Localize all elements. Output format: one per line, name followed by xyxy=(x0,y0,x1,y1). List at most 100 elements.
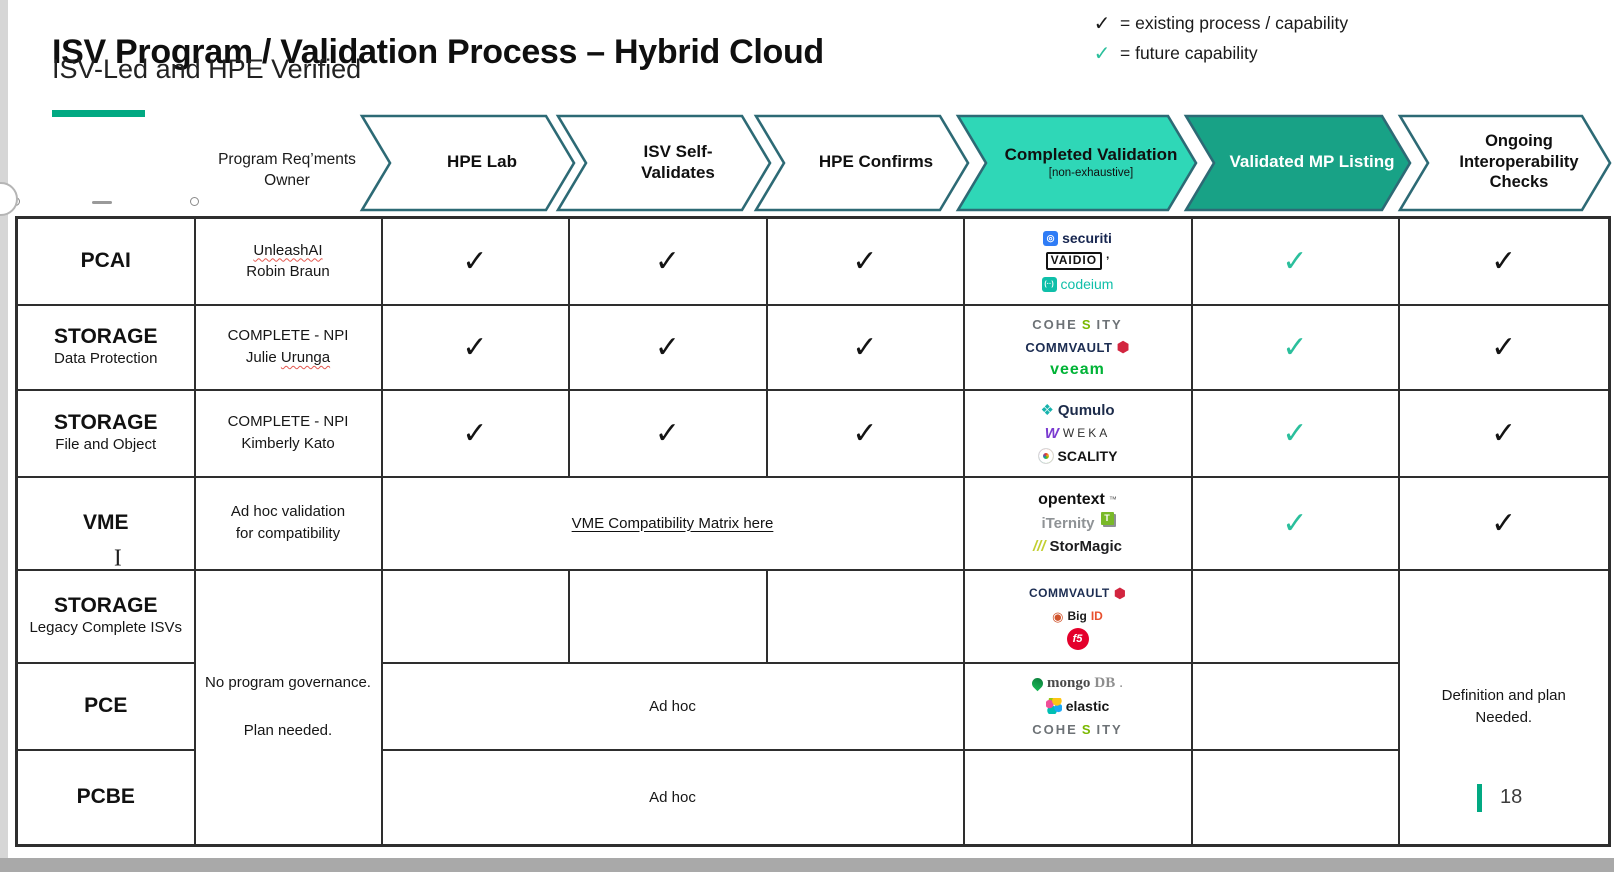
sq-logo-icon: (··) xyxy=(1041,276,1057,292)
cell-pcai-interop-check: ✓ xyxy=(1397,216,1611,306)
chevron-ongoing-interop xyxy=(1397,114,1612,212)
owner-column-header: Program Req’ments Owner xyxy=(218,151,356,189)
glyph-logo-icon: ⬢ xyxy=(1116,338,1130,356)
legend-existing: ✓ = existing process / capability xyxy=(1092,8,1349,38)
logo-commvault: COMMVAULT⬢ xyxy=(1025,338,1130,356)
legend-future: ✓ = future capability xyxy=(1092,38,1348,68)
cell-pcai-self-validates-check: ✓ xyxy=(567,216,768,306)
row-vme: VME Ad hoc validation for compatibility … xyxy=(15,475,1611,571)
step-label-validated-mp-listing: Validated MP Listing xyxy=(1229,152,1395,172)
logo-elastic: elastic xyxy=(969,695,1187,718)
leaf-logo-icon xyxy=(1029,675,1046,691)
cell-storage-fo-self-validates-check: ✓ xyxy=(567,388,768,478)
step-label-ongoing-interop: Ongoing Interoperability Checks xyxy=(1459,132,1579,192)
text-cursor: I xyxy=(114,544,122,571)
cell-storage-dp-interop-check: ✓ xyxy=(1397,303,1611,391)
step-sublabel-non-exhaustive: [non-exhaustive] xyxy=(1048,166,1134,179)
cluster-logo-icon xyxy=(1045,698,1062,714)
logo-commvault: COMMVAULT⬢ xyxy=(1029,585,1126,601)
step-label-completed-validation: Completed Validation [non-exhaustive] xyxy=(1004,144,1178,179)
logo-securiti: ◎securiti xyxy=(969,227,1187,250)
cell-pcai-mp-check: ✓ xyxy=(1190,216,1400,306)
ring-logo-icon xyxy=(1037,448,1054,464)
logo-f5: f5 xyxy=(969,628,1187,651)
cell-pcbe-completed-empty xyxy=(962,748,1193,847)
logo-stormagic: ///StorMagic xyxy=(1032,537,1123,555)
cell-storage-fo-mp-check: ✓ xyxy=(1190,388,1400,478)
cell-pce-mp-empty xyxy=(1190,661,1400,751)
page-number-accent xyxy=(1477,784,1482,812)
selection-handle-dash xyxy=(92,201,112,204)
validation-table: PCAI UnleashAI Robin Braun ✓ ✓ ✓ ◎securi… xyxy=(15,216,1611,847)
cell-no-program-governance: No program governance. Plan needed. xyxy=(193,568,383,847)
selection-handle[interactable] xyxy=(190,197,199,206)
page-subtitle: ISV-Led and HPE Verified xyxy=(52,54,362,84)
step-label-hpe-lab: HPE Lab xyxy=(447,152,517,172)
cell-vme-compatibility-matrix: VME Compatibility Matrix here xyxy=(380,475,965,571)
cell-storage-dp-category: STORAGE Data Protection xyxy=(15,303,196,391)
chevron-hpe-confirms xyxy=(753,114,970,212)
cell-pcai-hpe-confirms-check: ✓ xyxy=(765,216,965,306)
chevron-hpe-lab xyxy=(359,114,576,212)
cell-storage-legacy-hpe-confirms-empty xyxy=(765,568,965,664)
cell-pcai-owner: UnleashAI Robin Braun xyxy=(193,216,383,306)
canvas-bottom-edge xyxy=(0,858,1614,872)
row-storage-file-object: STORAGE File and Object COMPLETE - NPI K… xyxy=(15,388,1611,478)
cell-pcbe-mp-empty xyxy=(1190,748,1400,847)
canvas-left-edge xyxy=(0,0,8,872)
check-icon: ✓ xyxy=(1093,12,1111,35)
cell-storage-dp-hpe-lab-check: ✓ xyxy=(380,303,570,391)
cell-pce-category: PCE xyxy=(15,661,196,751)
cell-storage-legacy-self-validates-empty xyxy=(567,568,768,664)
row-storage-legacy: STORAGE Legacy Complete ISVs No program … xyxy=(15,568,1611,847)
logo-vaidio: VAIDIO’ xyxy=(969,250,1187,273)
chevron-isv-self-validates xyxy=(555,114,772,212)
logo-codeium: (··)codeium xyxy=(969,273,1187,296)
cell-storage-fo-interop-check: ✓ xyxy=(1397,388,1611,478)
cell-storage-legacy-hpe-lab-empty xyxy=(380,568,570,664)
step-label-hpe-confirms: HPE Confirms xyxy=(818,152,934,172)
cell-vme-interop-check: ✓ xyxy=(1397,475,1611,571)
chevron-completed-validation xyxy=(955,114,1198,212)
logo-veeam: veeam xyxy=(1050,361,1105,378)
page-number: 18 xyxy=(1500,786,1523,808)
tee-logo-icon: T xyxy=(1100,511,1114,525)
cell-storage-fo-owner: COMPLETE - NPI Kimberly Kato xyxy=(193,388,383,478)
legend-existing-label: = existing process / capability xyxy=(1120,12,1349,33)
ball-logo-icon: f5 xyxy=(1066,628,1089,650)
cell-storage-fo-hpe-confirms-check: ✓ xyxy=(765,388,965,478)
cell-storage-fo-category: STORAGE File and Object xyxy=(15,388,196,478)
chevron-validated-mp-listing xyxy=(1183,114,1412,212)
vme-compatibility-matrix-link[interactable]: VME Compatibility Matrix here xyxy=(571,514,774,532)
row-pcai: PCAI UnleashAI Robin Braun ✓ ✓ ✓ ◎securi… xyxy=(15,216,1611,306)
glyph-logo-icon: ◉ xyxy=(1052,608,1064,624)
row-storage-data-protection: STORAGE Data Protection COMPLETE - NPI J… xyxy=(15,303,1611,391)
cell-storage-fo-hpe-lab-check: ✓ xyxy=(380,388,570,478)
legend: ✓ = existing process / capability ✓ = fu… xyxy=(1092,8,1349,68)
cell-vme-mp-check: ✓ xyxy=(1190,475,1400,571)
cell-storage-dp-owner: COMPLETE - NPI Julie Urunga xyxy=(193,303,383,391)
cell-storage-legacy-mp-empty xyxy=(1190,568,1400,664)
cell-pcai-category: PCAI xyxy=(15,216,196,306)
cell-storage-legacy-category: STORAGE Legacy Complete ISVs xyxy=(15,568,196,664)
glyph-logo-icon: W xyxy=(1044,424,1059,442)
glyph-logo-icon: ❖ xyxy=(1040,401,1054,419)
process-chevrons xyxy=(359,114,1612,212)
check-icon-green: ✓ xyxy=(1093,42,1111,65)
cell-pcai-hpe-lab-check: ✓ xyxy=(380,216,570,306)
